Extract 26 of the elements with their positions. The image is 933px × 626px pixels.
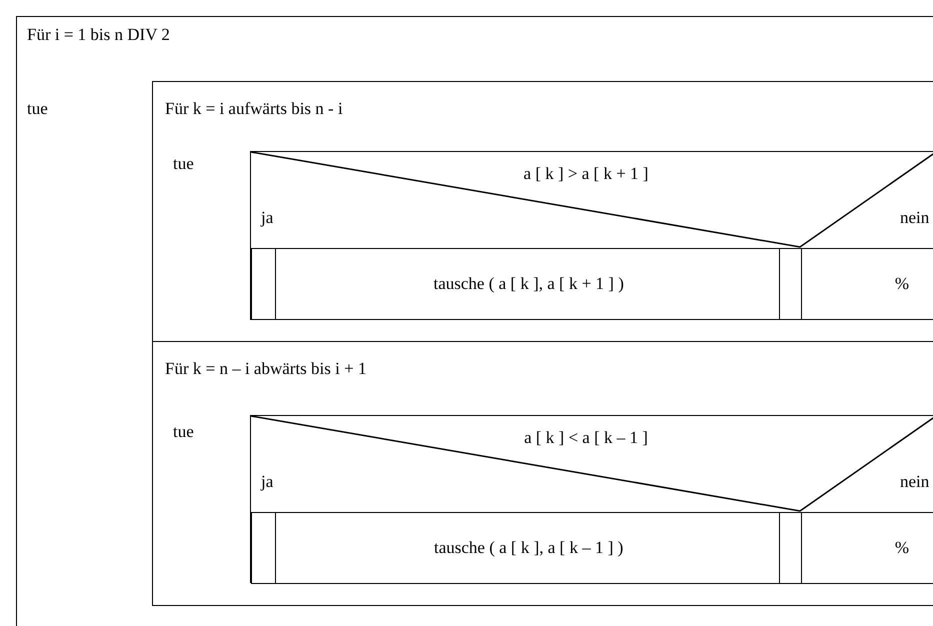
loop-block	[16, 16, 933, 626]
keyword-label: tue	[173, 422, 194, 442]
statement-cell	[275, 512, 780, 584]
side-bar	[779, 512, 802, 584]
loop-condition: Für k = i aufwärts bis n - i	[165, 99, 343, 119]
statement-text: %	[894, 274, 910, 294]
branch-label: nein	[900, 208, 930, 228]
decision-block	[250, 415, 933, 583]
keyword-label: tue	[27, 99, 48, 119]
statement-text: tausche ( a [ k ], a [ k + 1 ] )	[434, 274, 624, 294]
side-bar	[251, 512, 276, 584]
statement-text: tausche ( a [ k ], a [ k – 1 ] )	[434, 538, 624, 558]
loop-block	[152, 81, 933, 342]
side-bar	[251, 248, 276, 320]
loop-condition: Für i = 1 bis n DIV 2	[27, 25, 170, 45]
keyword-label: tue	[173, 154, 194, 174]
condition-text: a [ k ] > a [ k + 1 ]	[524, 164, 648, 184]
branch-label: ja	[261, 472, 274, 492]
statement-cell	[801, 512, 933, 584]
loop-block	[152, 341, 933, 606]
loop-condition: Für k = n – i abwärts bis i + 1	[165, 359, 366, 379]
decision-block	[250, 151, 933, 320]
branch-label: nein	[900, 472, 930, 492]
statement-text: %	[894, 538, 910, 558]
branch-label: ja	[261, 208, 274, 228]
condition-text: a [ k ] < a [ k – 1 ]	[524, 428, 648, 448]
